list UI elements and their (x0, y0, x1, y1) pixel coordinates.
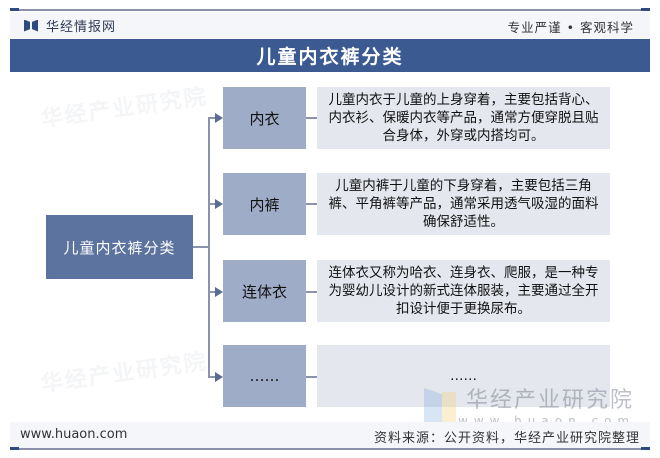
description-node: 连体衣又称为哈衣、连身衣、爬服，是一种专为婴幼儿设计的新式连体服装，主要通过全开… (317, 260, 610, 322)
desc-connector (306, 291, 317, 293)
desc-connector (306, 117, 317, 119)
description-text: 儿童内衣于儿童的上身穿着，主要包括背心、内衣衫、保暖内衣等产品，通常方便穿脱且贴… (328, 92, 599, 144)
description-node: 儿童内衣于儿童的上身穿着，主要包括背心、内衣衫、保暖内衣等产品，通常方便穿脱且贴… (317, 87, 610, 149)
footer-bar: www.huaon.com 资料来源：公开资料，华经产业研究院整理 (10, 422, 650, 448)
watermark-name: 华经产业研究院 (466, 388, 635, 413)
category-label: 内裤 (249, 195, 280, 214)
bottom-frame-line (10, 448, 650, 450)
background-watermark: 华经产业研究院 (39, 349, 210, 398)
root-connector (193, 246, 209, 248)
category-label: 连体衣 (241, 282, 287, 301)
arrow-right-icon (215, 372, 223, 382)
frame-cap (641, 8, 650, 11)
description-text: 儿童内裤于儿童的下身穿着，主要包括三角裤、平角裤等产品，通常采用透气吸湿的面料确… (328, 178, 599, 230)
title-bar: 儿童内衣裤分类 (10, 39, 650, 72)
desc-connector (306, 203, 317, 205)
description-node: 儿童内裤于儿童的下身穿着，主要包括三角裤、平角裤等产品，通常采用透气吸湿的面料确… (317, 173, 610, 235)
slogan: 专业严谨 • 客观科学 (507, 20, 634, 35)
frame-cap (10, 8, 19, 11)
huaon-logo-icon (424, 388, 460, 428)
category-label: …… (249, 367, 280, 385)
background-watermark: 华经产业研究院 (39, 84, 210, 133)
category-label: 内衣 (249, 109, 280, 128)
arrow-right-icon (215, 287, 223, 297)
description-text: 连体衣又称为哈衣、连身衣、爬服，是一种专为婴幼儿设计的新式连体服装，主要通过全开… (328, 265, 599, 317)
branch-connector (208, 376, 216, 378)
category-node-underpants: 内裤 (223, 173, 306, 235)
brand: 华经情报网 (24, 16, 116, 35)
category-node-more: …… (223, 345, 306, 407)
brand-name: 华经情报网 (46, 20, 117, 35)
description-node: …… (317, 345, 610, 407)
root-node: 儿童内衣裤分类 (46, 215, 193, 279)
branch-connector (208, 203, 216, 205)
trunk-connector (208, 118, 210, 377)
description-text: …… (450, 368, 477, 384)
frame-cap (641, 447, 650, 450)
page-title: 儿童内衣裤分类 (256, 46, 404, 68)
desc-connector (306, 376, 317, 378)
branch-connector (208, 117, 216, 119)
footer-url: www.huaon.com (20, 427, 128, 442)
frame-cap (10, 447, 19, 450)
arrow-right-icon (215, 113, 223, 123)
top-frame-line (10, 9, 650, 11)
category-node-onesie: 连体衣 (223, 260, 306, 322)
root-node-label: 儿童内衣裤分类 (63, 238, 176, 257)
header-bar: 华经情报网 专业严谨 • 客观科学 (10, 12, 650, 38)
branch-connector (208, 291, 216, 293)
category-node-underwear-top: 内衣 (223, 87, 306, 149)
arrow-right-icon (215, 199, 223, 209)
footer-source: 资料来源：公开资料，华经产业研究院整理 (373, 431, 640, 446)
book-logo-icon (24, 20, 38, 32)
